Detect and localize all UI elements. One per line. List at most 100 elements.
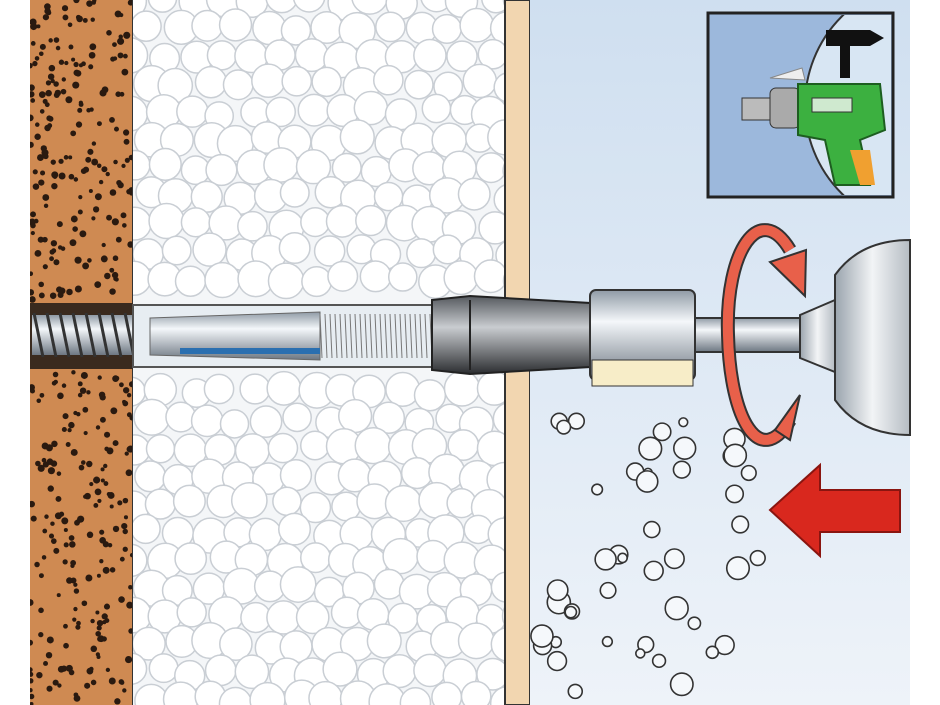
insulation-bead [446,40,478,73]
brick-dot [123,53,128,59]
insulation-bead [478,211,505,245]
dust-particle [673,436,697,460]
thread-ridge [71,312,84,358]
brick-dot [65,442,71,447]
insulation-bead [265,0,299,14]
brick-dot [47,73,55,80]
brick-dot [104,618,110,624]
brick-dot [73,0,80,4]
brick-dot [126,446,133,453]
brick-dot [113,159,118,165]
brick-dot [77,392,83,398]
brick-dot [90,618,95,624]
insulation-bead [266,370,302,406]
brick-dot [128,584,133,590]
dust-particle [617,552,628,564]
brick-dot [45,89,52,97]
insulation-bead [413,653,447,688]
thread-ridge [32,312,45,358]
brick-dot [30,688,33,693]
brick-dot [63,155,69,160]
brick-dot [104,446,109,452]
insulation-bead [431,681,463,705]
brick-dot [77,209,83,215]
brick-dot [93,503,99,508]
brick-dot [30,222,36,229]
brick-dot [44,124,51,132]
brick-dot [101,636,107,642]
brick-dot [30,384,35,391]
insulation-bead [310,10,344,45]
brick-dot [74,256,82,264]
brick-dot [56,593,61,598]
brick-dot [106,491,112,497]
brick-dot [63,527,68,533]
insulation-bead [338,11,376,50]
brick-dot [63,623,68,629]
insulation-bead [145,434,176,464]
insulation-bead [234,654,270,690]
fine-thread [319,313,323,359]
brick-dot [121,522,128,530]
brick-dot [82,406,89,413]
insulation-bead [339,119,375,155]
brick-dot [42,236,48,243]
insulation-bead [180,207,212,238]
insulation-bead [375,11,406,43]
brick-dot [112,42,117,48]
brick-dot [119,556,125,562]
brick-dot [44,102,50,108]
brick-dot [42,194,50,201]
brick-dot [126,601,133,609]
brick-dot [103,603,111,610]
insulation-bead [203,373,235,405]
insulation-bead [251,63,286,99]
brick-dot [30,678,34,684]
drilling-dust [530,412,766,700]
fine-thread [364,313,368,359]
brick-dot [61,426,67,433]
brick-dot [37,464,45,472]
brick-dot [86,667,94,675]
dust-particle [546,650,568,672]
brick-dot [73,588,80,594]
dust-particle [546,579,569,602]
fine-thread [409,313,413,359]
brick-dot [101,166,108,173]
insulation-bead [133,626,166,661]
brick-dot [38,51,44,57]
brick-dot [95,610,100,615]
brick-dot [45,444,53,452]
insulation-bead [281,65,313,97]
brick-dot [32,60,38,67]
insulation-bead [267,262,305,300]
brick-dot [88,51,96,59]
brick-dot [79,387,87,394]
brick-dot [43,203,49,209]
brick-dot [52,371,59,378]
brick-dot [34,561,40,568]
insulation-bead [206,40,238,71]
insulation-bead [204,261,241,299]
brick-dot [30,211,36,218]
brick-dot [71,57,76,62]
brick-dot [89,482,94,487]
insulation-bead [191,9,224,42]
brick-dot [71,370,76,375]
brick-dot [61,517,69,525]
brick-dot [96,619,104,627]
brick-dot [62,413,69,420]
insulation-bead [420,0,453,13]
brick-dot [95,630,101,637]
drill-icon [741,83,887,186]
brick-dot [86,390,91,395]
brick-dot [42,528,48,534]
brick-dot [38,632,44,638]
brick-dot [39,43,46,50]
brick-dot [94,193,102,201]
brick-dot [96,655,101,660]
insulation-bead [133,398,171,436]
brick-dot [91,141,97,146]
brick-dot [76,15,83,23]
